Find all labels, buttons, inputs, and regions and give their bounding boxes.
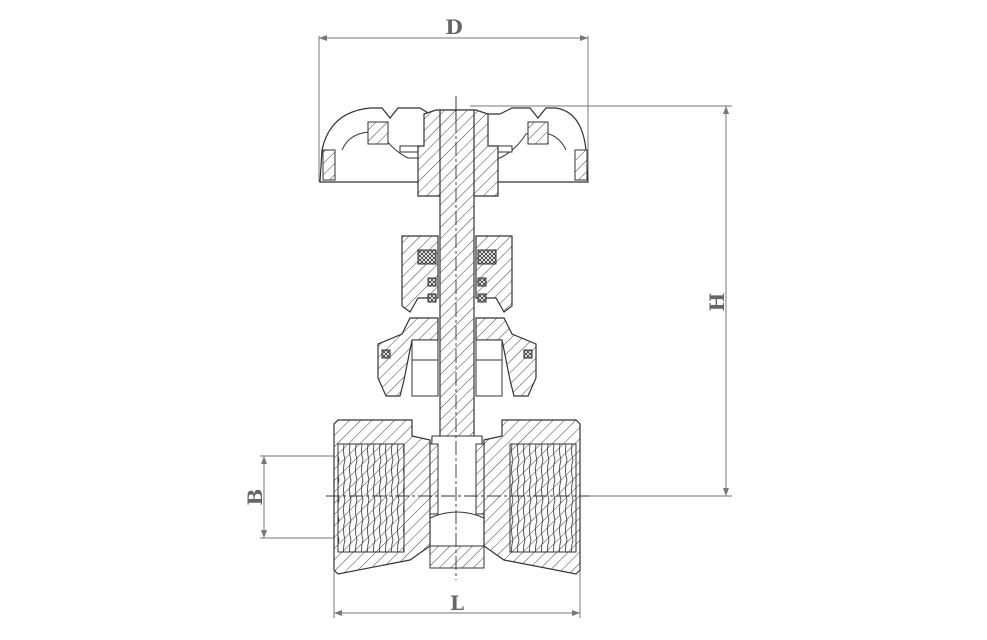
dimension-d: D <box>318 15 589 182</box>
dimension-l: L <box>333 560 581 618</box>
bonnet <box>377 317 537 397</box>
centerlines <box>326 96 590 580</box>
stem <box>439 100 475 471</box>
handwheel <box>319 107 589 197</box>
dimension-label-b: B <box>243 489 267 506</box>
dimension-h: H <box>470 105 732 497</box>
dimension-label-l: L <box>450 591 464 615</box>
valve-body <box>333 419 581 575</box>
dimension-label-d: D <box>445 15 462 39</box>
gland-nut <box>401 235 513 313</box>
dimension-label-h: H <box>705 293 729 312</box>
